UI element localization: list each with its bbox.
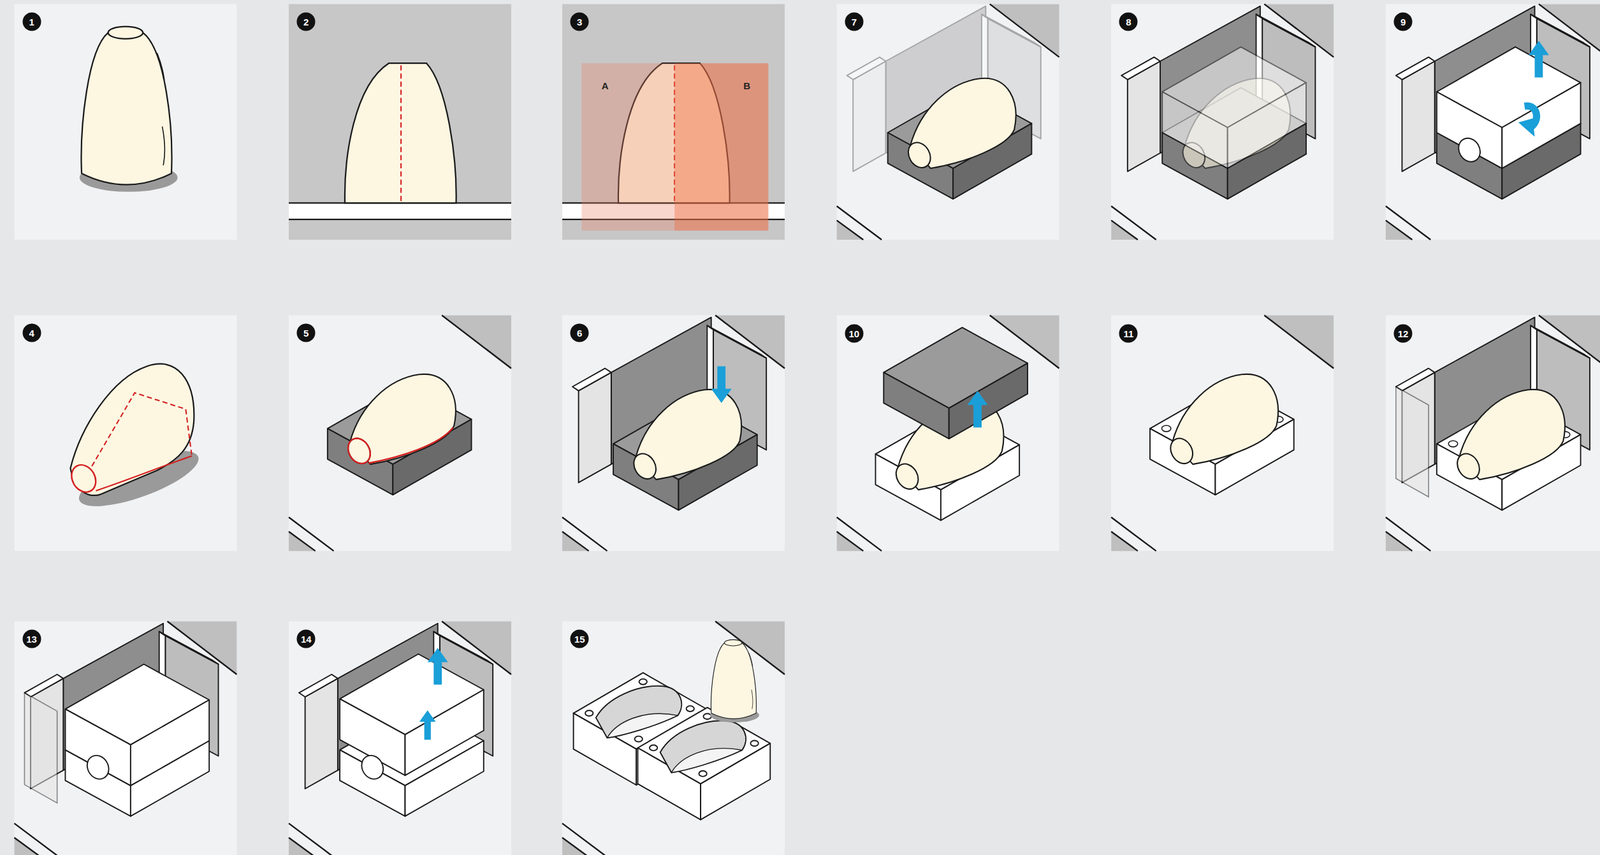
plaster-pour	[1162, 47, 1307, 169]
bell-object	[343, 374, 456, 468]
callout-number: 5	[297, 323, 316, 342]
clay-bed	[883, 327, 1028, 439]
mold-half	[637, 707, 771, 820]
section-label: A	[601, 80, 609, 92]
parting-line	[66, 460, 101, 496]
callout-number: 3	[570, 12, 590, 31]
direction-arrow	[427, 647, 449, 685]
bell-profile	[344, 63, 457, 203]
panel-background	[836, 3, 1060, 240]
callout-number: 15	[570, 629, 590, 649]
pour-hole	[82, 751, 113, 783]
panel-background	[14, 314, 237, 551]
direction-arrow	[711, 365, 732, 403]
callout-number: 9	[1394, 12, 1413, 31]
bell-object	[1452, 389, 1565, 483]
callout-number: 8	[1119, 12, 1138, 31]
direction-arrow	[967, 390, 989, 428]
parting-line	[95, 455, 192, 491]
callout-number: 14	[297, 629, 316, 649]
callout-number: 13	[22, 629, 41, 649]
panel	[836, 314, 1060, 551]
panel	[14, 3, 237, 240]
direction-arrow	[1528, 40, 1550, 78]
panel	[288, 314, 512, 551]
bell-object	[79, 26, 178, 192]
panel-background	[14, 621, 237, 855]
panel-background	[1111, 3, 1334, 240]
panel-background	[14, 3, 237, 240]
section-label: B	[743, 80, 751, 92]
panel	[1111, 314, 1334, 551]
half-region	[674, 63, 769, 231]
panel-background	[288, 3, 512, 240]
parting-line	[91, 392, 192, 466]
panel-background	[1385, 314, 1600, 551]
panel-background	[562, 3, 785, 240]
bell-object	[903, 78, 1017, 172]
panel-background	[288, 621, 512, 855]
callout-number: 2	[297, 12, 316, 31]
panel-background	[288, 314, 512, 551]
callout-number: 7	[844, 12, 864, 31]
callout-number: 1	[22, 12, 41, 31]
panel	[1385, 314, 1600, 551]
panel	[836, 3, 1060, 240]
front-wall	[24, 692, 57, 804]
plaster-block	[1436, 47, 1581, 169]
callout-number: 6	[570, 323, 590, 342]
parting-line	[368, 427, 454, 464]
direction-arrow	[419, 710, 437, 740]
panel	[1111, 3, 1334, 240]
half-region	[581, 63, 675, 231]
panel-background	[562, 314, 785, 551]
panel	[288, 3, 512, 240]
callout-number: 11	[1119, 324, 1138, 343]
panel-background	[1111, 314, 1334, 551]
panel-background	[836, 314, 1060, 551]
front-wall	[1396, 386, 1429, 497]
pour-hole	[1454, 134, 1485, 166]
bell-object	[629, 389, 742, 483]
callout-number: 4	[22, 323, 41, 342]
panel-background	[562, 621, 785, 855]
callout-number: 10	[844, 324, 864, 343]
panel	[1385, 3, 1600, 240]
bell-object	[710, 639, 760, 723]
panel	[288, 621, 512, 855]
panel	[14, 314, 237, 551]
callout-number: 12	[1394, 324, 1413, 343]
panel	[562, 3, 785, 240]
panel-background	[1385, 3, 1600, 240]
plaster-half	[339, 654, 484, 776]
pour-hole	[357, 751, 388, 783]
plaster-half	[65, 664, 210, 786]
panel	[14, 621, 237, 855]
bell-object	[1165, 374, 1279, 468]
panel	[562, 621, 785, 855]
flip-arrow	[1518, 105, 1537, 137]
panel	[562, 314, 785, 551]
